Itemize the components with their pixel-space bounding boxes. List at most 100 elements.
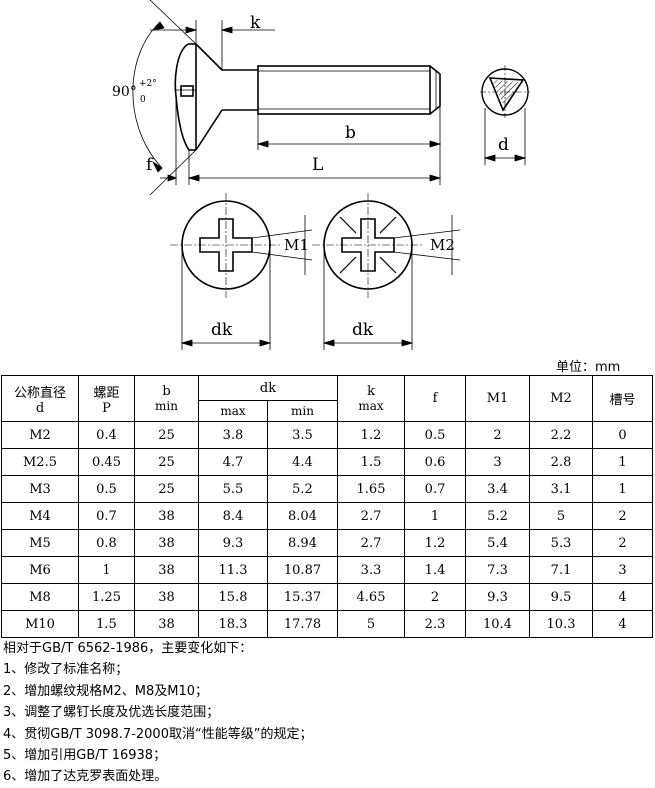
cell-d: M4 bbox=[1, 502, 79, 530]
cell-k: 3.3 bbox=[337, 556, 406, 584]
table-header-row: 公称直径 d 螺距 P b min dk k max f M1 M2 槽号 bbox=[1, 375, 654, 422]
cell-dkmin: 8.94 bbox=[266, 529, 339, 557]
cell-k: 1.65 bbox=[337, 475, 406, 503]
cell-d: M8 bbox=[1, 583, 79, 611]
dimension-dk-left bbox=[180, 250, 272, 350]
cell-m2: 5 bbox=[529, 502, 594, 530]
cell-m2: 2.8 bbox=[529, 448, 594, 476]
header-dk-min: min bbox=[266, 400, 339, 422]
header-m2: M2 bbox=[529, 375, 594, 422]
cell-dkmin: 3.5 bbox=[266, 421, 339, 449]
cell-p: 1 bbox=[78, 556, 135, 584]
cell-p: 1.5 bbox=[78, 610, 135, 638]
header-b-symbol: b bbox=[162, 384, 171, 399]
header-dk-max: max bbox=[198, 400, 268, 422]
unit-label: 单位：mm bbox=[556, 360, 621, 375]
cell-m1: 3 bbox=[465, 448, 531, 476]
cell-slot: 1 bbox=[592, 475, 654, 503]
cell-f: 0.5 bbox=[404, 421, 467, 449]
spec-table: 公称直径 d 螺距 P b min dk k max f M1 M2 槽号 ma… bbox=[1, 375, 654, 638]
cell-d: M2 bbox=[1, 421, 79, 449]
note-item: 2、增加螺纹规格M2、M8及M10； bbox=[3, 683, 209, 699]
cell-f: 2 bbox=[404, 583, 467, 611]
cell-f: 0.6 bbox=[404, 448, 467, 476]
cell-k: 1.5 bbox=[337, 448, 406, 476]
cell-dkmin: 4.4 bbox=[266, 448, 339, 476]
dimension-f bbox=[160, 100, 178, 185]
dimension-dk-right-label: dk bbox=[352, 320, 374, 340]
cell-m1: 5.2 bbox=[465, 502, 531, 530]
cell-m2: 10.3 bbox=[529, 610, 594, 638]
cell-k: 5 bbox=[337, 610, 406, 638]
cell-m2: 5.3 bbox=[529, 529, 594, 557]
note-item: 4、贯彻GB/T 3098.7-2000取消“性能等级”的规定； bbox=[3, 726, 313, 742]
cell-d: M2.5 bbox=[1, 448, 79, 476]
cell-b: 38 bbox=[134, 502, 199, 530]
dimension-b bbox=[256, 106, 442, 185]
cell-dkmax: 9.3 bbox=[198, 529, 268, 557]
cell-d: M3 bbox=[1, 475, 79, 503]
cell-dkmin: 5.2 bbox=[266, 475, 339, 503]
dimension-d bbox=[483, 108, 527, 165]
dimension-dk-right bbox=[322, 250, 414, 350]
cell-p: 0.5 bbox=[78, 475, 135, 503]
dimension-M1-label: M1 bbox=[284, 236, 309, 254]
change-notes: 相对于GB/T 6562-1986，主要变化如下：1、修改了标准名称；2、增加螺… bbox=[3, 638, 312, 788]
head-view-pozidriv bbox=[312, 193, 424, 298]
cell-m1: 3.4 bbox=[465, 475, 531, 503]
cell-dkmin: 10.87 bbox=[266, 556, 339, 584]
header-d-symbol: d bbox=[35, 400, 45, 416]
angle-lower-tolerance: 0 bbox=[140, 95, 146, 105]
angle-main-label: 90° bbox=[112, 84, 137, 100]
dimension-M2-label: M2 bbox=[430, 236, 455, 254]
cell-m2: 3.1 bbox=[529, 475, 594, 503]
cell-slot: 1 bbox=[592, 448, 654, 476]
table-subheader-row: max min bbox=[2, 400, 653, 422]
dimension-L bbox=[187, 150, 442, 185]
cell-b: 25 bbox=[134, 475, 199, 503]
cell-m2: 9.5 bbox=[529, 583, 594, 611]
notes-intro: 相对于GB/T 6562-1986，主要变化如下： bbox=[3, 641, 253, 656]
screw-technical-drawing: 90° +2° 0 k b L f bbox=[112, 0, 530, 350]
end-view-section bbox=[480, 65, 530, 118]
header-k: k max bbox=[337, 375, 406, 422]
cell-d: M5 bbox=[1, 529, 79, 557]
note-item: 6、增加了达克罗表面处理。 bbox=[3, 769, 168, 785]
cell-m1: 7.3 bbox=[465, 556, 531, 584]
note-item: 3、调整了螺钉长度及优选长度范围； bbox=[3, 705, 220, 721]
cell-f: 0.7 bbox=[404, 475, 467, 503]
angle-annotation bbox=[132, 0, 197, 196]
cell-m2: 2.2 bbox=[529, 421, 594, 449]
cell-dkmax: 3.8 bbox=[198, 421, 268, 449]
cell-b: 38 bbox=[134, 529, 199, 557]
cell-dkmin: 15.37 bbox=[266, 583, 339, 611]
cell-p: 0.7 bbox=[78, 502, 135, 530]
cell-slot: 0 bbox=[592, 421, 654, 449]
dimension-k-label: k bbox=[250, 13, 261, 33]
cell-b: 38 bbox=[134, 583, 199, 611]
cell-k: 4.65 bbox=[337, 583, 406, 611]
cell-b: 38 bbox=[134, 556, 199, 584]
cell-d: M10 bbox=[1, 610, 79, 638]
cell-f: 2.3 bbox=[404, 610, 467, 638]
cell-m1: 10.4 bbox=[465, 610, 531, 638]
cell-dkmax: 15.8 bbox=[198, 583, 268, 611]
dimension-f-label: f bbox=[146, 155, 154, 175]
cell-f: 1.2 bbox=[404, 529, 467, 557]
dimension-L-label: L bbox=[312, 155, 323, 175]
cell-p: 0.8 bbox=[78, 529, 135, 557]
cell-p: 0.45 bbox=[78, 448, 135, 476]
cell-slot: 3 bbox=[592, 556, 654, 584]
cell-b: 25 bbox=[134, 448, 199, 476]
header-p-cn: 螺距 bbox=[93, 385, 120, 401]
cell-k: 2.7 bbox=[337, 529, 406, 557]
dimension-M2 bbox=[393, 215, 461, 275]
header-d-cn: 公称直径 bbox=[13, 385, 66, 401]
